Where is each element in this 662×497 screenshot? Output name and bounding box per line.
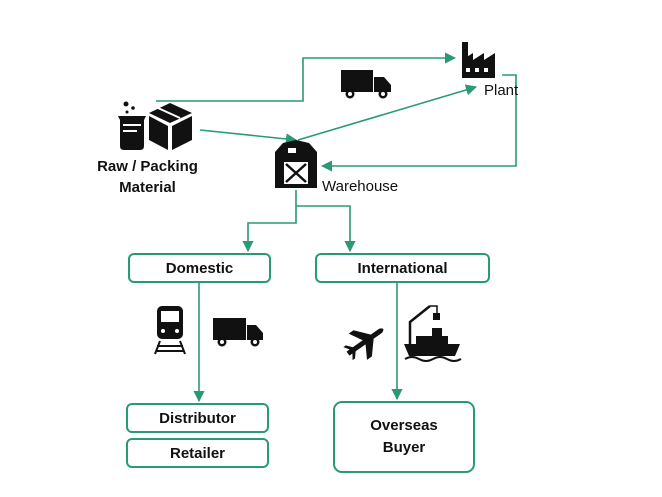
barn-warehouse-icon xyxy=(275,140,317,188)
international-box: International xyxy=(315,253,490,283)
overseas-buyer-box: Overseas Buyer xyxy=(333,401,475,473)
factory-icon xyxy=(462,42,495,78)
overseas-buyer-line2: Buyer xyxy=(382,439,426,456)
domestic-box: Domestic xyxy=(128,253,271,283)
lab-beaker-icon xyxy=(118,101,146,150)
connector-warehouse-split xyxy=(295,190,356,253)
raw-material-line1: Raw / Packing xyxy=(97,158,198,175)
distributor-box: Distributor xyxy=(126,403,269,433)
connector-raw-to-plant-top xyxy=(156,52,457,102)
airplane-icon xyxy=(343,328,384,361)
train-icon xyxy=(154,306,186,355)
connector-warehouse-to-domestic xyxy=(242,206,297,253)
cargo-ship-icon xyxy=(404,305,462,362)
domestic-label: Domestic xyxy=(165,259,234,277)
retailer-label: Retailer xyxy=(169,444,226,462)
retailer-box: Retailer xyxy=(126,438,269,468)
plant-label: Plant xyxy=(484,82,519,99)
connector-raw-to-warehouse xyxy=(199,129,298,145)
connector-plant-to-warehouse xyxy=(320,74,517,172)
raw-material-line2: Material xyxy=(119,179,176,196)
warehouse-label: Warehouse xyxy=(322,178,399,195)
truck-icon xyxy=(341,70,391,99)
connector-warehouse-to-plant xyxy=(297,84,478,141)
package-box-icon xyxy=(149,103,192,150)
connectors xyxy=(156,52,517,403)
overseas-buyer-line1: Overseas xyxy=(370,417,438,434)
truck-icon xyxy=(213,318,263,347)
raw-material-label: Raw / Packing Material xyxy=(80,156,215,198)
international-label: International xyxy=(357,259,448,277)
distributor-label: Distributor xyxy=(159,409,236,427)
